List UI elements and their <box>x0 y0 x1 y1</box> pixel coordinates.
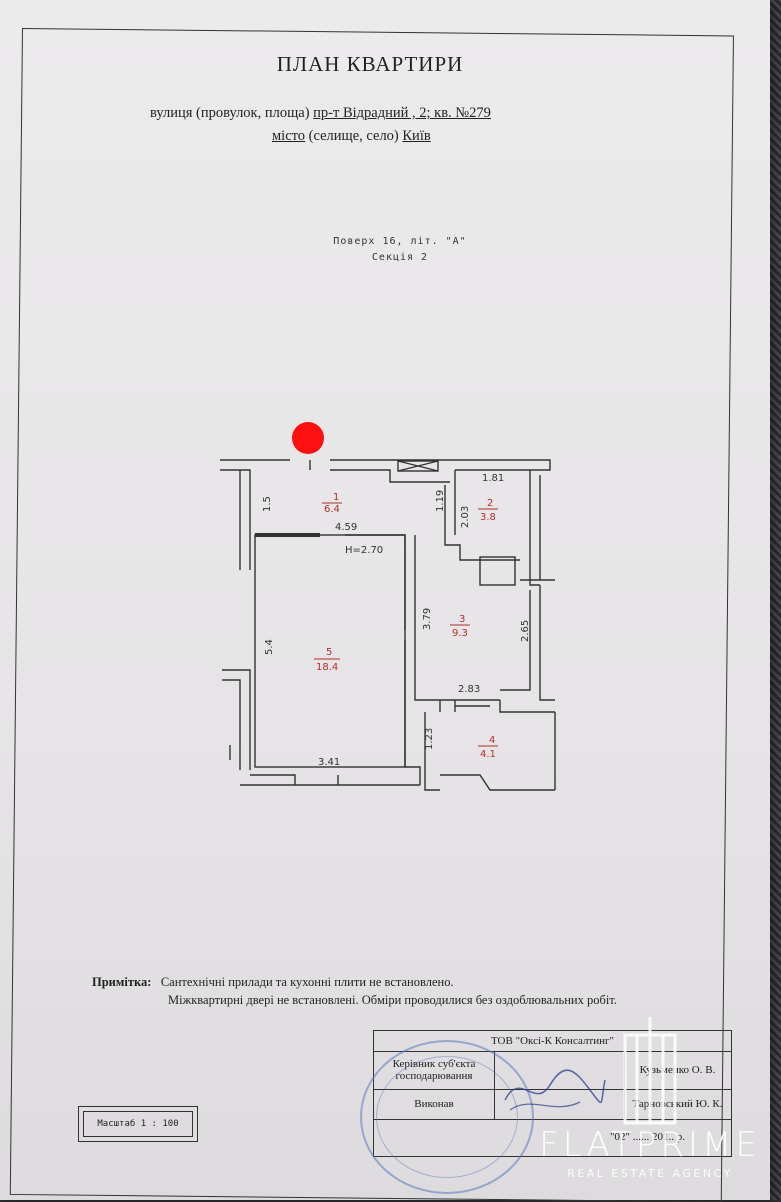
dim-2-03: 2.03 <box>460 506 471 528</box>
room-3-area: 9.3 <box>452 628 468 639</box>
location-marker <box>292 422 324 454</box>
address-line-city: місто (селище, село) Київ <box>272 128 431 145</box>
street-label: вулиця (провулок, площа) <box>150 105 310 121</box>
date-text: "02" ...... 201.. р. <box>610 1130 685 1143</box>
note-text-2: Міжквартирні двері не встановлені. Обмір… <box>168 993 617 1007</box>
dim-1-19: 1.19 <box>435 490 446 512</box>
scale-box: Масштаб 1 : 100 <box>78 1106 198 1142</box>
signature-scribble <box>504 1069 606 1111</box>
dim-1-5: 1.5 <box>262 496 273 512</box>
city-value: Київ <box>402 128 431 144</box>
dim-5-4: 5.4 <box>264 639 275 655</box>
note-text-1: Сантехнічні прилади та кухонні плити не … <box>160 975 454 989</box>
dim-4-59: 4.59 <box>335 522 357 533</box>
building-logo-icon <box>623 1017 677 1125</box>
dim-height: H=2.70 <box>345 545 383 556</box>
room-4-number: 4 <box>489 735 495 746</box>
address-line-street: вулиця (провулок, площа) пр-т Відрадний … <box>150 105 491 122</box>
dim-1-23: 1.23 <box>424 728 435 750</box>
watermark-subtitle: REAL ESTATE AGENCY <box>567 1167 733 1180</box>
room-5-area: 18.4 <box>316 662 338 673</box>
city-label-underlined: місто <box>272 128 306 144</box>
floor-caption: Поверх 16, літ. "А" <box>333 236 467 247</box>
room-1-area: 6.4 <box>324 504 340 515</box>
dim-3-79: 3.79 <box>422 608 433 630</box>
room-5-number: 5 <box>326 647 332 658</box>
section-caption: Секція 2 <box>371 252 429 263</box>
head-name: Кузьменко О. В. <box>639 1063 716 1076</box>
note-label: Примітка: <box>92 975 152 989</box>
note-line-1: Примітка: Сантехнічні прилади та кухонні… <box>92 975 454 990</box>
dim-2-83: 2.83 <box>458 684 480 695</box>
room-2-number: 2 <box>487 498 493 509</box>
table-row: "02" ...... 201.. р. <box>374 1119 731 1155</box>
exec-name: Тарновський Ю. К. <box>632 1097 723 1110</box>
city-label: (селище, село) <box>308 128 399 144</box>
room-4-area: 4.1 <box>480 749 496 760</box>
round-seal-stamp <box>360 1040 534 1194</box>
page-title: ПЛАН КВАРТИРИ <box>276 52 464 76</box>
watermark-brand: FLATPRIME <box>539 1125 761 1165</box>
street-value: пр-т Відрадний , 2; кв. №279 <box>313 105 491 121</box>
watermark: FLATPRIME REAL ESTATE AGENCY <box>520 1017 780 1180</box>
dim-3-41: 3.41 <box>318 757 340 768</box>
room-1-number: 1 <box>333 492 339 503</box>
note-line-2: Міжквартирні двері не встановлені. Обмір… <box>168 993 617 1008</box>
scale-label: Масштаб 1 : 100 <box>83 1111 193 1137</box>
dim-1-81: 1.81 <box>482 473 504 484</box>
room-2-area: 3.8 <box>480 512 496 523</box>
room-3-number: 3 <box>459 614 465 625</box>
dim-2-65: 2.65 <box>520 620 531 642</box>
table-row: ТОВ "Оксі-К Консалтинг" <box>374 1031 731 1052</box>
org-name: ТОВ "Оксі-К Консалтинг" <box>490 1034 615 1047</box>
